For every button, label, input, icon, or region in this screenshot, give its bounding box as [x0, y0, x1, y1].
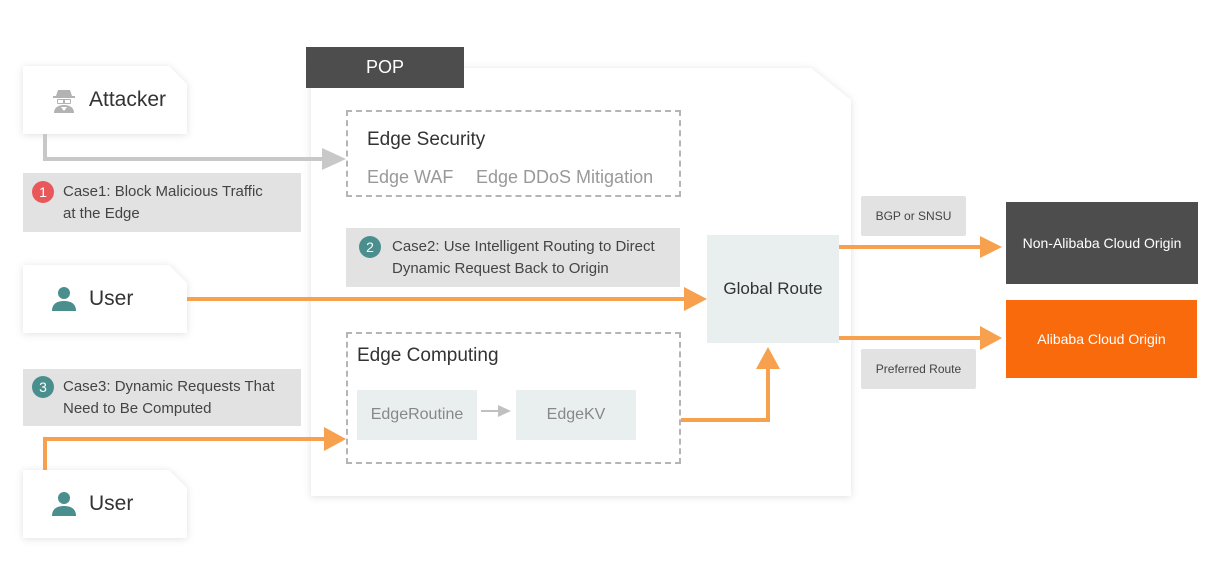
alibaba-origin-node[interactable]: Alibaba Cloud Origin — [1006, 300, 1197, 378]
user-label: User — [89, 287, 134, 310]
case-2-label: 2 Case2: Use Intelligent Routing to Dire… — [346, 228, 680, 287]
edge-computing-group: Edge Computing — [346, 332, 681, 464]
case-1-badge: 1 — [32, 181, 54, 203]
attacker-label: Attacker — [89, 88, 167, 111]
route-to-alibaba-arrowhead — [980, 326, 1002, 350]
case-3-label: 3 Case3: Dynamic Requests That Need to B… — [23, 369, 301, 426]
user1-flow-arrowhead — [684, 287, 707, 311]
spy-icon — [51, 87, 77, 113]
attacker-flow-line — [43, 134, 322, 161]
route-to-non-alibaba-arrowhead — [980, 236, 1002, 258]
edge-ddos-label: Edge DDoS Mitigation — [476, 167, 654, 187]
pop-tab: POP — [306, 47, 464, 88]
edge-security-title: Edge Security — [367, 129, 486, 150]
edgekv-node[interactable]: EdgeKV — [516, 390, 636, 440]
user2-flow-line — [43, 437, 324, 470]
edge-computing-title: Edge Computing — [357, 345, 499, 366]
case-2-badge: 2 — [359, 236, 381, 258]
case-1-label: 1 Case1: Block Malicious Traffic at the … — [23, 173, 301, 232]
user-node-2[interactable]: User — [23, 470, 187, 538]
edge-waf-label: Edge WAF — [367, 167, 454, 187]
user-label: User — [89, 492, 134, 515]
non-alibaba-origin-node[interactable]: Non-Alibaba Cloud Origin — [1006, 202, 1198, 284]
computing-to-route-arrowhead — [756, 347, 780, 369]
edge-security-group: Edge Security Edge WAF Edge DDoS Mitigat… — [346, 110, 681, 197]
edgeroutine-node[interactable]: EdgeRoutine — [357, 390, 477, 440]
user-node-1[interactable]: User — [23, 265, 187, 333]
case-3-badge: 3 — [32, 376, 54, 398]
user-icon — [51, 491, 77, 517]
global-route-node[interactable]: Global Route — [707, 235, 839, 343]
user2-flow-arrowhead — [324, 427, 346, 451]
route-label-preferred: Preferred Route — [861, 349, 976, 389]
case-2-line1: Case2: Use Intelligent Routing to Direct — [392, 238, 655, 255]
case-1-line2: at the Edge — [63, 205, 140, 222]
route-label-bgp: BGP or SNSU — [861, 196, 966, 236]
edgeroutine-to-edgekv-arrowhead — [498, 405, 511, 417]
case-3-line2: Need to Be Computed — [63, 400, 212, 417]
user-icon — [51, 286, 77, 312]
computing-to-route-line — [681, 368, 770, 422]
attacker-node[interactable]: Attacker — [23, 66, 187, 134]
attacker-flow-arrowhead — [322, 148, 346, 170]
case-2-line2: Dynamic Request Back to Origin — [392, 260, 609, 277]
case-1-line1: Case1: Block Malicious Traffic — [63, 183, 263, 200]
case-3-line1: Case3: Dynamic Requests That — [63, 378, 275, 395]
